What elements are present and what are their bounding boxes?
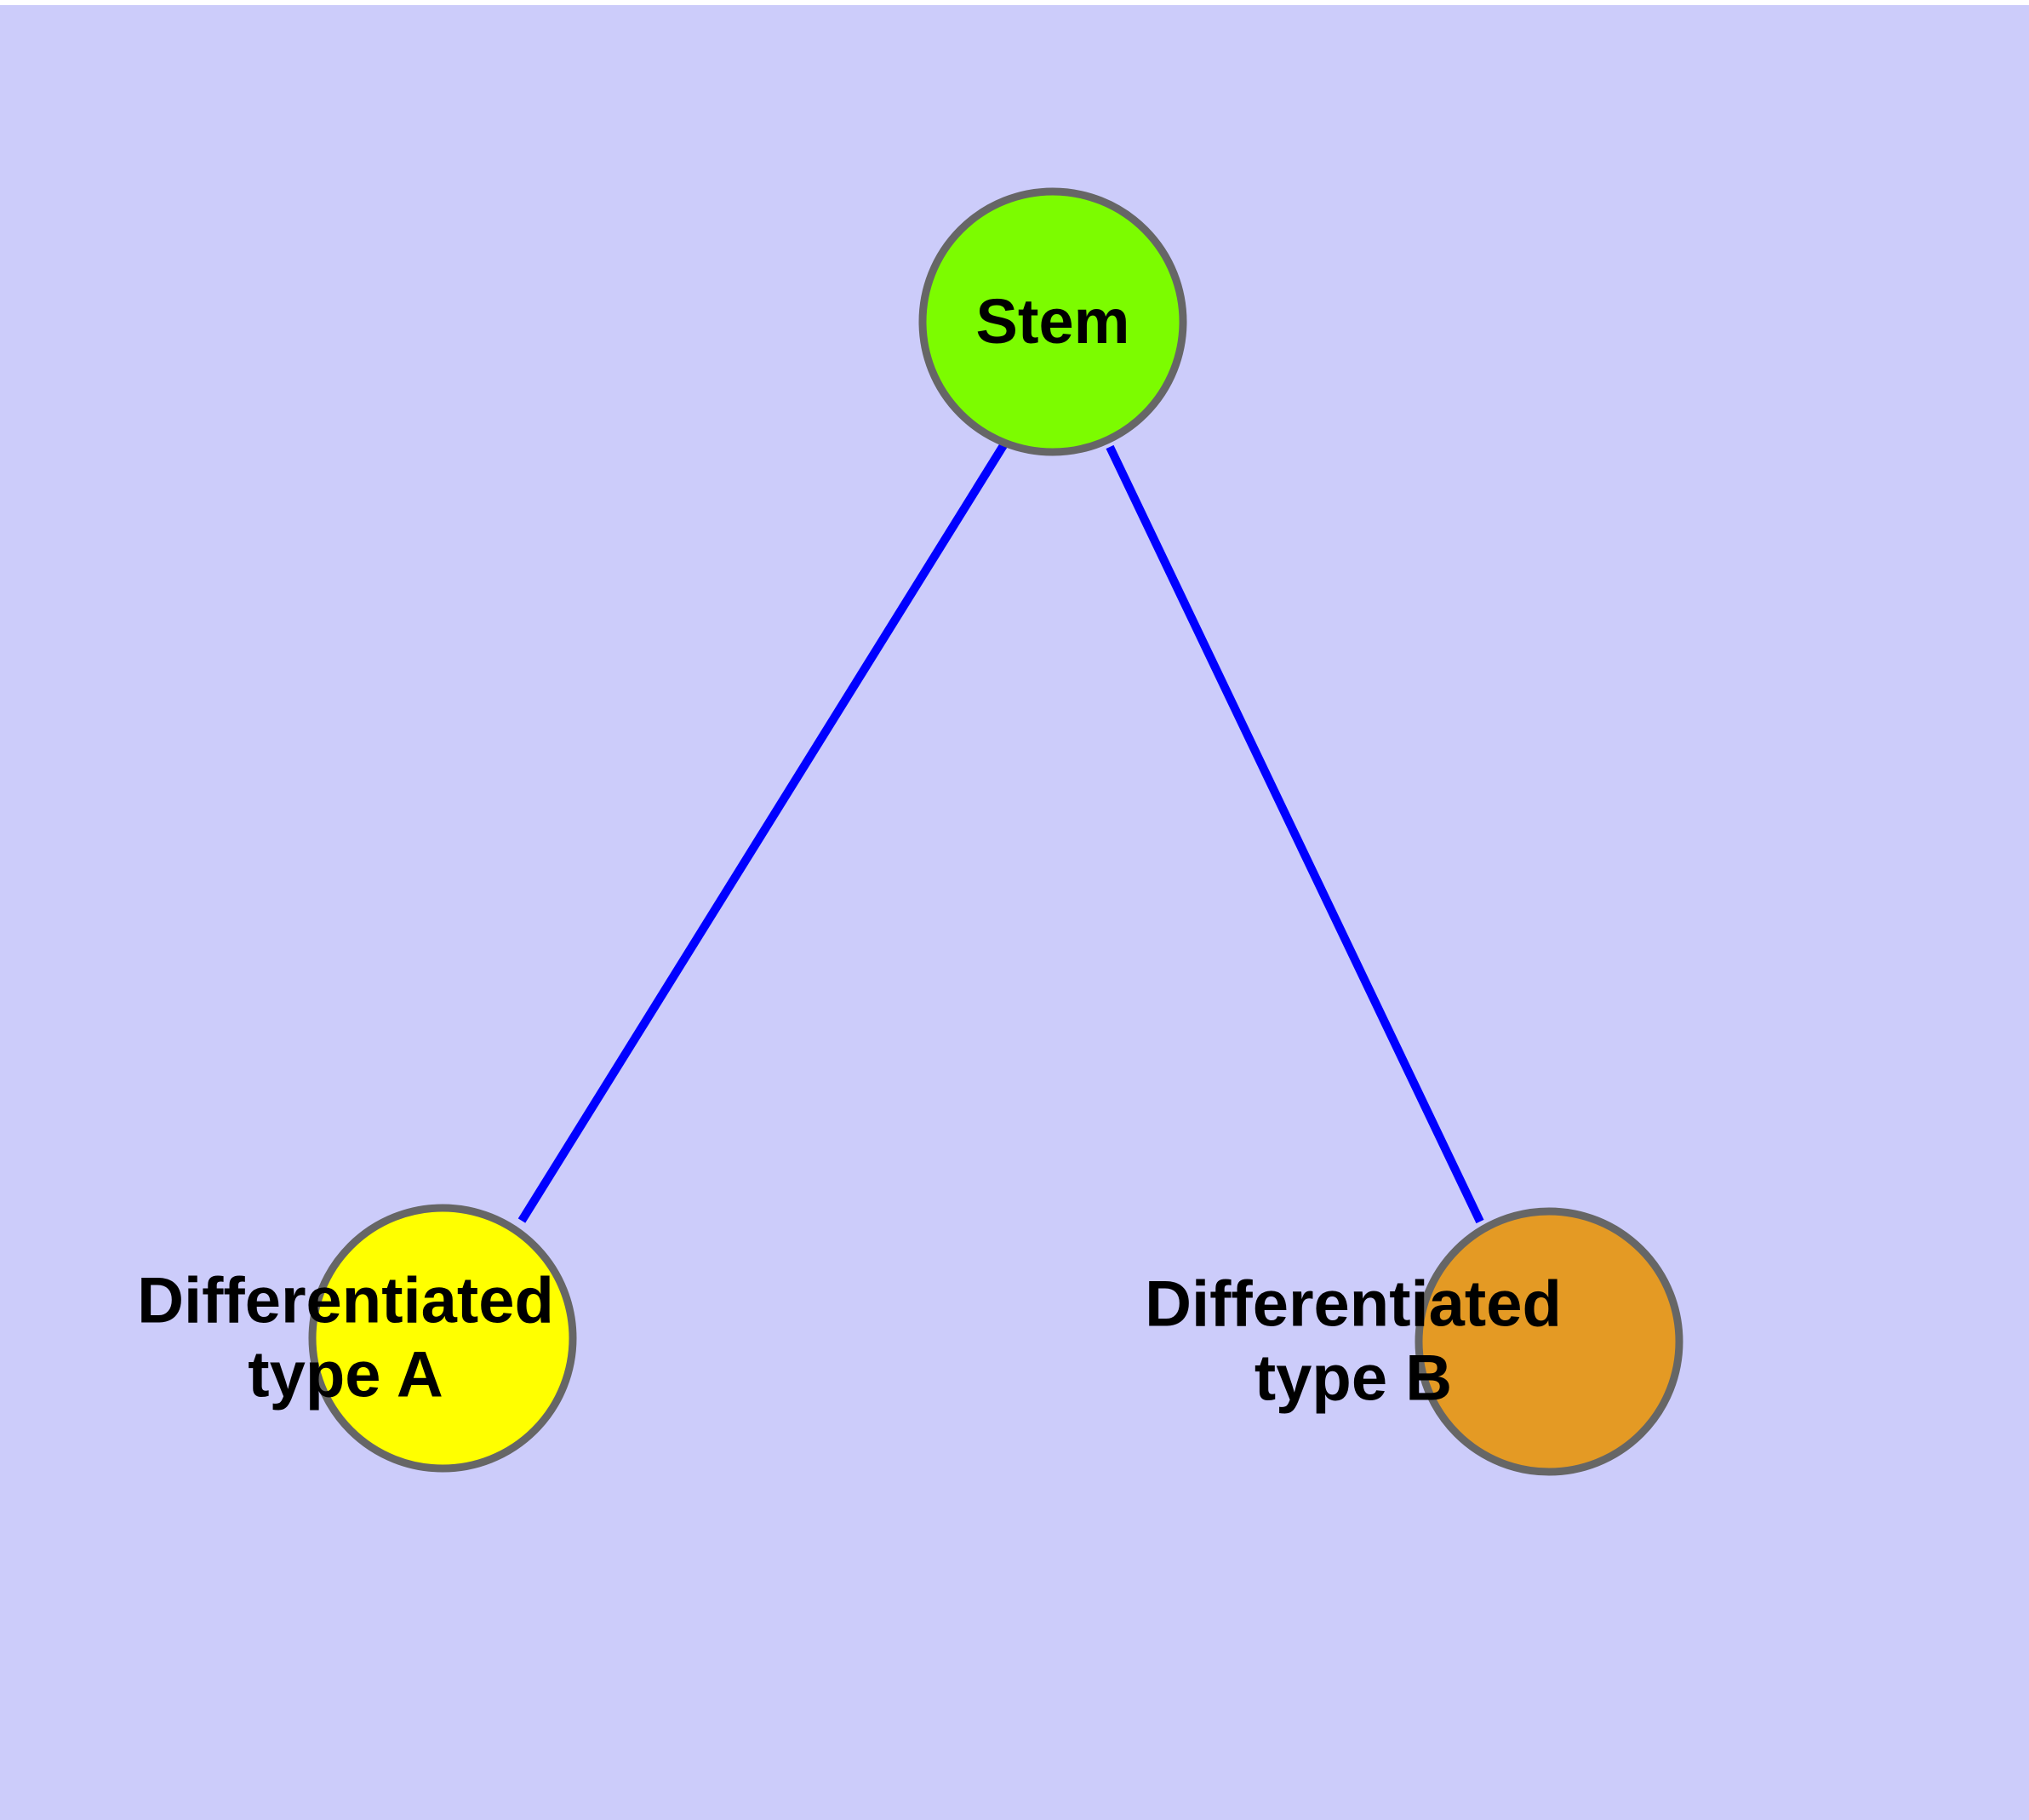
graph-node-stem[interactable] [918,187,1187,456]
graph-node-diff_a[interactable] [308,1204,577,1473]
edge-stem-diff-b[interactable] [1106,444,1484,1224]
graph-svg [308,187,1683,1476]
graph-node-diff_b[interactable] [1415,1207,1683,1476]
edge-stem-diff-a[interactable] [517,440,1009,1223]
edge-layer [517,440,1484,1224]
node-layer [308,187,1683,1476]
